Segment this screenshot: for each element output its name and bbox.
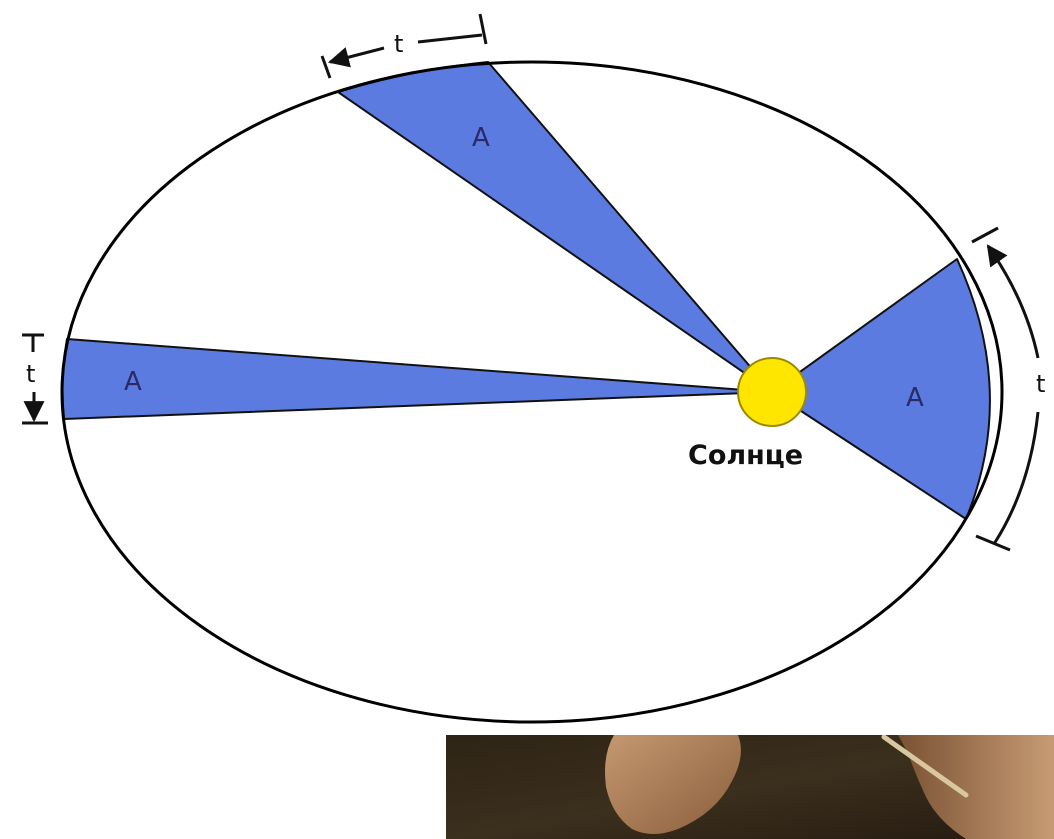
sector-label-top: A [472, 123, 490, 153]
sector-label-aphelion: A [124, 367, 142, 397]
time-label-right: t [1036, 370, 1045, 398]
time-label-top: t [394, 30, 403, 58]
sun [737, 357, 807, 427]
time-label-left: t [26, 360, 35, 388]
stylus-icon [881, 735, 969, 798]
time-marker-top: t [320, 13, 488, 79]
sun-label: Солнце [688, 440, 803, 471]
sector-label-perihelion: A [906, 383, 924, 413]
hand-left-icon [605, 735, 741, 834]
portrait-painting-crop [446, 735, 1054, 839]
sector-perihelion [771, 258, 991, 520]
sector-aphelion [61, 338, 773, 420]
orbit-ellipse [60, 60, 1004, 724]
time-marker-right: t [971, 226, 1045, 552]
sector-top [337, 61, 773, 393]
hand-right-icon [898, 735, 1054, 839]
time-marker-left: t [22, 333, 48, 425]
